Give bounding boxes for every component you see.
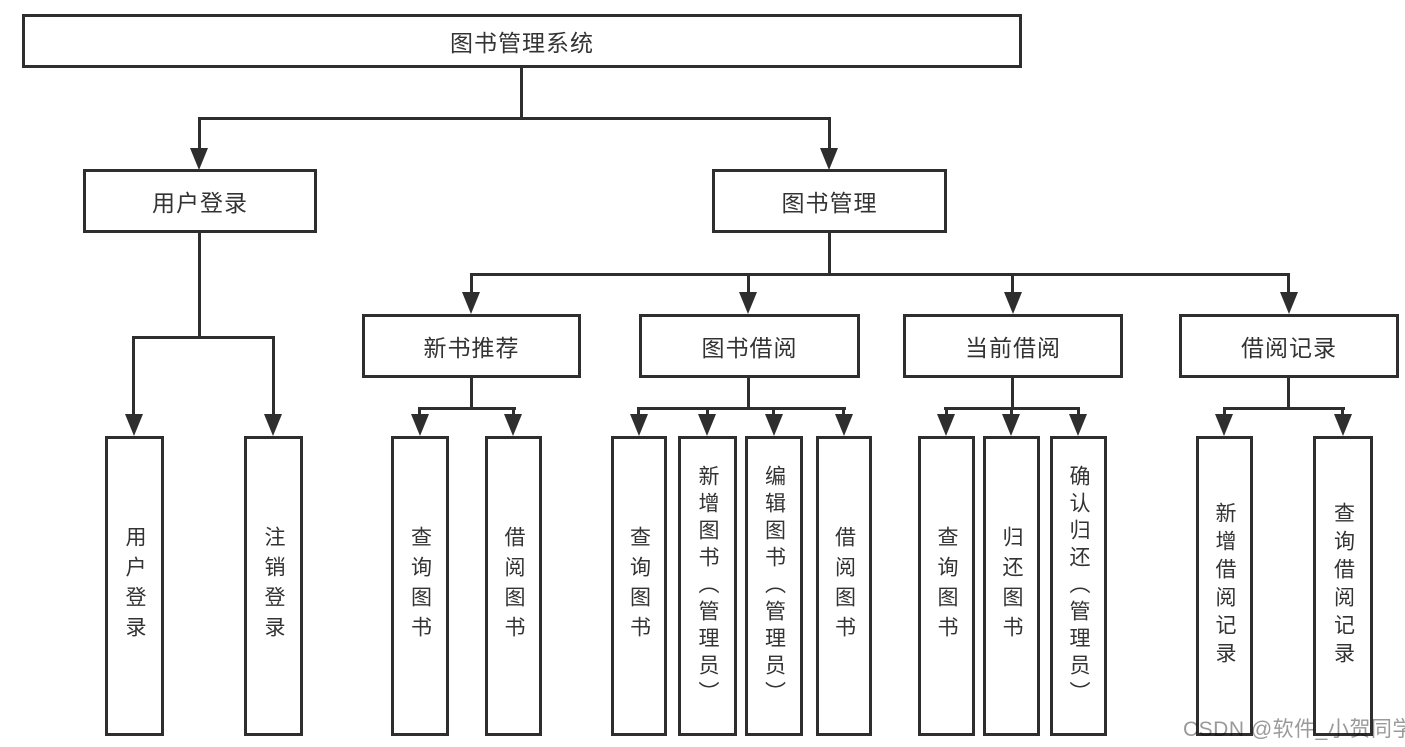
node-label: 借阅记录 [1241, 335, 1337, 361]
connector-drop [512, 407, 515, 419]
node-user-login: 用户登录 [83, 169, 317, 233]
node-new-book-recommend: 新书推荐 [362, 314, 581, 378]
arrowhead [698, 414, 716, 436]
node-label: 编辑图书（管理员） [762, 464, 786, 708]
node-label: 图书管理系统 [450, 30, 594, 56]
node-book-borrowing: 图书借阅 [639, 314, 860, 378]
arrowhead [462, 292, 480, 314]
connector-root-stem [520, 67, 523, 120]
connector-level3-rail [470, 273, 1290, 276]
arrowhead [1334, 414, 1352, 436]
arrowhead [1215, 414, 1233, 436]
node-label: 新增图书（管理员） [696, 464, 719, 708]
arrowhead [1069, 414, 1087, 436]
connector-user-login-stem [198, 232, 201, 339]
connector-drop [272, 336, 275, 416]
node-borrow-books-1: 借阅图书 [485, 436, 542, 736]
connector-rail [418, 407, 516, 410]
node-label: 注销登录 [262, 526, 285, 646]
node-label: 借阅图书 [502, 526, 525, 646]
node-add-books-admin: 新增图书（管理员） [678, 436, 737, 736]
node-label: 确认归还（管理员） [1067, 464, 1090, 708]
arrowhead [125, 414, 143, 436]
connector-drop [1011, 273, 1014, 295]
arrowhead [765, 414, 783, 436]
connector-rail [1223, 407, 1345, 410]
connector-drop [1341, 407, 1344, 419]
node-borrow-records: 借阅记录 [1179, 314, 1399, 378]
connector-drop-user-login [198, 117, 201, 150]
node-label: 查询图书 [627, 526, 651, 646]
node-query-books-3: 查询图书 [918, 436, 975, 736]
node-label: 新书推荐 [423, 335, 520, 361]
arrowhead [835, 414, 853, 436]
node-current-borrowing: 当前借阅 [903, 314, 1123, 378]
connector-drop [772, 407, 775, 419]
connector-stem [470, 377, 473, 410]
node-query-books-1: 查询图书 [391, 436, 449, 736]
connector-drop [1077, 407, 1080, 419]
node-query-borrow-record: 查询借阅记录 [1313, 436, 1373, 736]
connector-user-login-rail [133, 336, 275, 339]
node-label: 用户登录 [152, 190, 248, 216]
node-label: 归还图书 [1000, 526, 1023, 646]
connector-drop-book-mgmt [828, 117, 831, 150]
connector-drop [132, 336, 135, 416]
arrowhead [1280, 292, 1298, 314]
arrowhead [820, 148, 838, 170]
arrowhead [1004, 292, 1022, 314]
node-logout: 注销登录 [244, 436, 303, 736]
node-book-management: 图书管理 [712, 169, 947, 233]
node-return-books: 归还图书 [983, 436, 1040, 736]
node-edit-books-admin: 编辑图书（管理员） [745, 436, 803, 736]
arrowhead [1002, 414, 1020, 436]
node-user-login-leaf: 用户登录 [105, 436, 164, 736]
arrowhead [190, 148, 208, 170]
connector-drop [842, 407, 845, 419]
arrowhead [411, 414, 429, 436]
node-label: 借阅图书 [832, 526, 856, 646]
node-label: 当前借阅 [965, 335, 1061, 361]
arrowhead [504, 414, 522, 436]
node-confirm-return-admin: 确认归还（管理员） [1050, 436, 1107, 736]
node-label: 图书借阅 [701, 335, 798, 361]
connector-drop [747, 273, 750, 295]
watermark: CSDN @软件_小贺同学 [1183, 718, 1405, 741]
node-add-borrow-record: 新增借阅记录 [1196, 436, 1253, 736]
node-label: 新增借阅记录 [1213, 502, 1236, 670]
arrowhead [937, 414, 955, 436]
connector-drop [1223, 407, 1226, 419]
node-label: 查询图书 [935, 526, 958, 646]
node-book-management-system: 图书管理系统 [22, 14, 1022, 68]
connector-drop [470, 273, 473, 295]
node-label: 查询借阅记录 [1331, 502, 1355, 670]
connector-stem [1287, 377, 1290, 410]
connector-drop [706, 407, 709, 419]
connector-stem [1011, 377, 1014, 410]
connector-drop [1010, 407, 1013, 419]
node-label: 图书管理 [781, 190, 878, 216]
node-label: 查询图书 [408, 526, 432, 646]
connector-level2-rail [198, 117, 831, 120]
arrowhead [264, 414, 282, 436]
connector-rail [637, 407, 846, 410]
connector-drop [637, 407, 640, 419]
arrowhead [630, 414, 648, 436]
connector-book-mgmt-stem [828, 232, 831, 276]
connector-stem [747, 377, 750, 410]
node-borrow-books-2: 借阅图书 [816, 436, 872, 736]
node-query-books-2: 查询图书 [611, 436, 667, 736]
node-label: 用户登录 [123, 526, 146, 646]
arrowhead [739, 292, 757, 314]
connector-drop [1287, 273, 1290, 295]
connector-drop [945, 407, 948, 419]
connector-drop [418, 407, 421, 419]
